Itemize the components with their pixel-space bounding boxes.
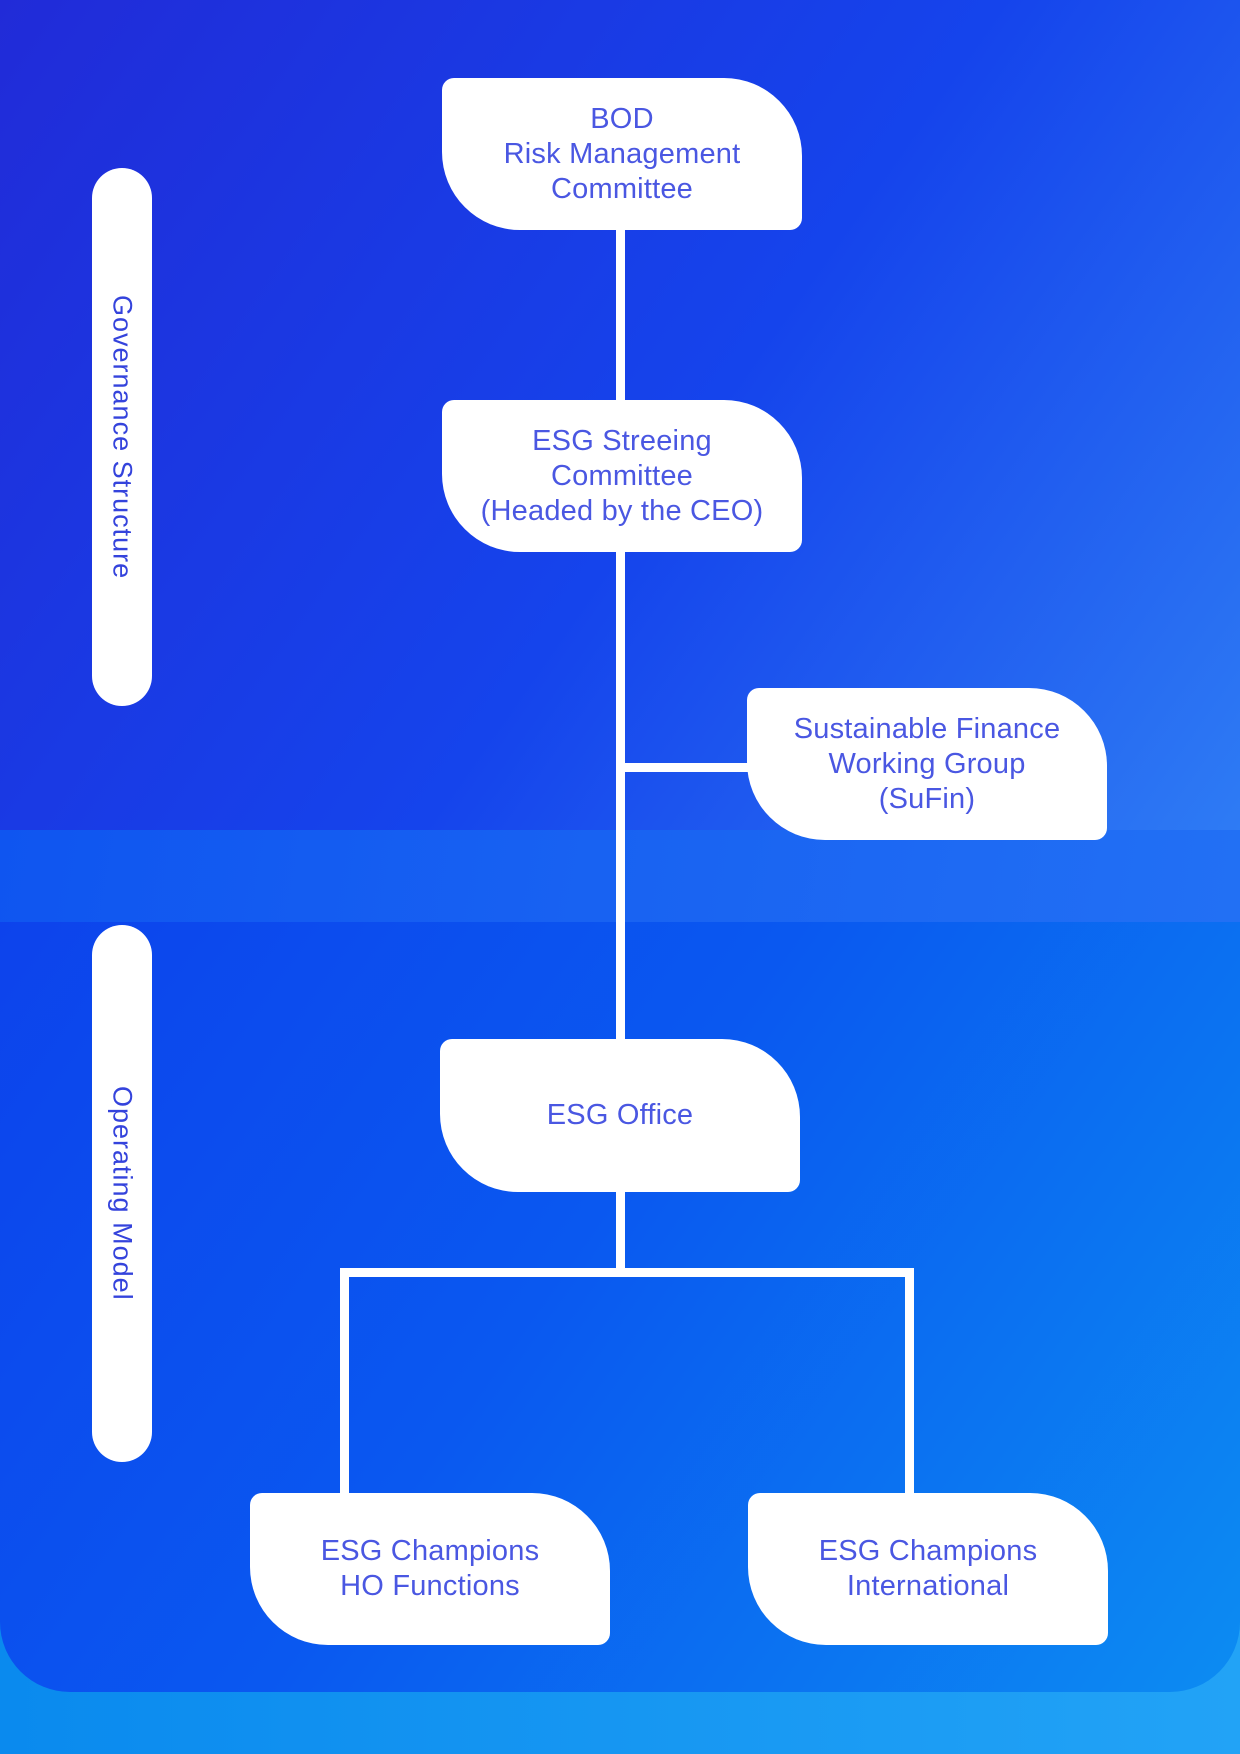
section-label-operating-model: Operating Model bbox=[92, 925, 152, 1462]
node-bod-risk-management-committee: BOD Risk Management Committee bbox=[442, 78, 802, 230]
section-label-governance-structure: Governance Structure bbox=[92, 168, 152, 706]
connector-steering-to-office bbox=[616, 550, 625, 1041]
governance-structure-label: Governance Structure bbox=[107, 294, 138, 580]
node-text-line: Committee bbox=[551, 459, 693, 492]
node-text-line: ESG Streeing bbox=[532, 424, 712, 457]
connector-branch-to-sufin bbox=[620, 763, 748, 772]
connector-drop-to-champions-ho bbox=[340, 1268, 349, 1495]
node-text-line: Working Group bbox=[828, 747, 1026, 780]
node-text-line: Committee bbox=[551, 172, 693, 205]
operating-model-label: Operating Model bbox=[107, 1086, 138, 1301]
node-text-line: ESG Champions bbox=[818, 1535, 1038, 1567]
node-esg-champions-ho-functions: ESG Champions HO Functions bbox=[250, 1493, 610, 1645]
node-esg-champions-international: ESG Champions International bbox=[748, 1493, 1108, 1645]
node-text-line: BOD bbox=[590, 102, 654, 135]
node-text-line: (Headed by the CEO) bbox=[480, 494, 764, 527]
node-text-line: HO Functions bbox=[340, 1570, 520, 1602]
node-esg-steering-committee: ESG Streeing Committee (Headed by the CE… bbox=[442, 400, 802, 552]
node-text-line: ESG Champions bbox=[320, 1535, 540, 1567]
node-text-line: Sustainable Finance bbox=[793, 712, 1061, 745]
node-text-line: Risk Management bbox=[503, 137, 741, 170]
connector-bod-to-steering bbox=[616, 228, 625, 402]
connector-champions-crossbar bbox=[340, 1268, 914, 1277]
connector-drop-to-champions-international bbox=[905, 1268, 914, 1495]
node-text-line: (SuFin) bbox=[878, 782, 976, 815]
node-text-line: International bbox=[846, 1570, 1010, 1602]
node-sustainable-finance-working-group: Sustainable Finance Working Group (SuFin… bbox=[747, 688, 1107, 840]
node-text-line: ESG Office bbox=[546, 1099, 694, 1131]
node-esg-office: ESG Office bbox=[440, 1039, 800, 1192]
connector-office-to-branch bbox=[616, 1190, 625, 1277]
